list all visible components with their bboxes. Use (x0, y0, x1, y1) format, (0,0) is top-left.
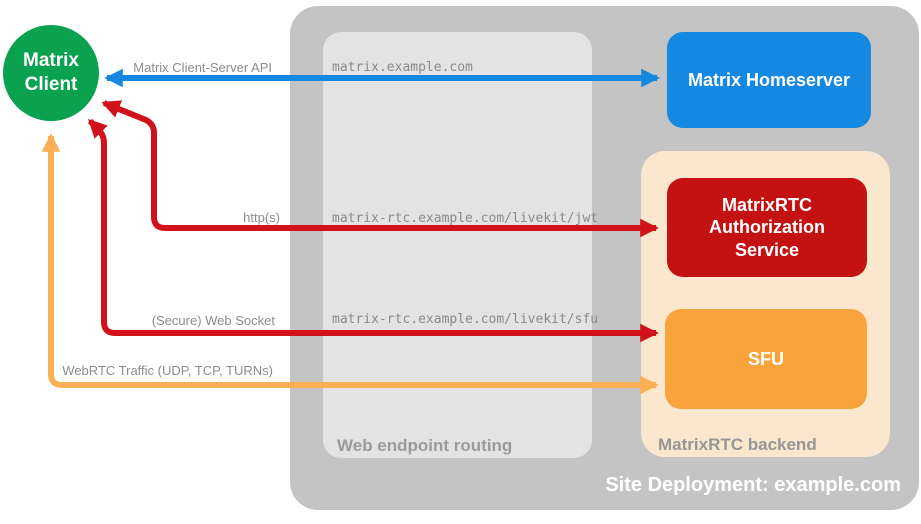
matrixrtc-backend-label: MatrixRTC backend (658, 435, 817, 454)
endpoint-matrix-example-com: matrix.example.com (332, 60, 473, 75)
sfu-label: SFU (748, 348, 784, 369)
websocket-label: (Secure) Web Socket (151, 313, 275, 328)
endpoint-livekit-sfu: matrix-rtc.example.com/livekit/sfu (332, 312, 599, 327)
matrix-homeserver-label: Matrix Homeserver (687, 69, 851, 90)
webrtc-traffic-label: WebRTC Traffic (UDP, TCP, TURNs) (62, 363, 273, 378)
web-endpoint-routing-box (323, 32, 592, 458)
matrix-client-label: Matrix Client (23, 50, 79, 95)
node-matrix-client: Matrix Client (3, 25, 99, 121)
web-endpoint-routing-label: Web endpoint routing (337, 436, 513, 455)
node-matrix-homeserver: Matrix Homeserver (667, 32, 871, 128)
node-matrixrtc-authorization-service: MatrixRTC Authorization Service (667, 178, 867, 277)
endpoint-livekit-jwt: matrix-rtc.example.com/livekit/jwt (332, 211, 599, 226)
client-server-api-label: Matrix Client-Server API (133, 60, 272, 75)
authorization-service-label: MatrixRTC Authorization Service (709, 194, 825, 260)
site-deployment-label: Site Deployment: example.com (605, 474, 901, 496)
https-label: http(s) (243, 210, 280, 225)
node-sfu: SFU (665, 309, 867, 409)
